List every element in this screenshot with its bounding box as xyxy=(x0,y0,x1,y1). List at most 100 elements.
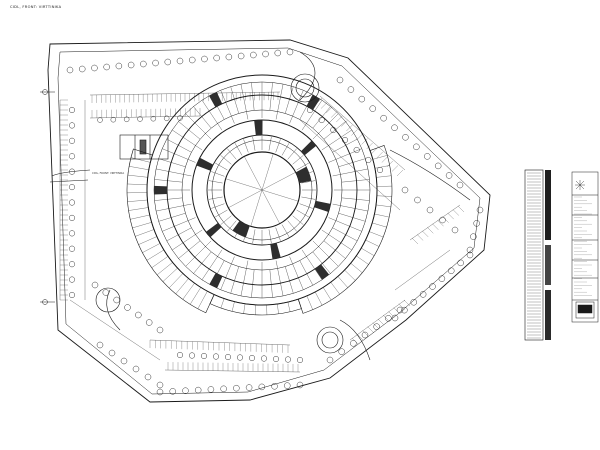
room-divider xyxy=(338,213,366,222)
room-divider xyxy=(312,251,331,274)
wing-divider xyxy=(376,204,391,208)
room-divider xyxy=(269,82,273,111)
wing-divider xyxy=(175,278,189,294)
wing-divider xyxy=(350,263,363,273)
room-divider xyxy=(220,256,235,290)
tree xyxy=(385,315,392,322)
room-divider xyxy=(269,269,273,298)
wing-outline xyxy=(297,145,393,314)
inner-divider xyxy=(215,162,228,171)
tree xyxy=(68,137,76,144)
tree xyxy=(376,166,384,174)
tree xyxy=(448,267,455,274)
wing-divider xyxy=(129,166,149,170)
inner-divider xyxy=(296,209,309,218)
inner-divider xyxy=(292,215,304,225)
building-wing xyxy=(126,145,393,316)
tree xyxy=(156,326,164,334)
tree xyxy=(200,352,208,360)
parking-stall xyxy=(341,120,348,127)
tree xyxy=(176,351,184,359)
inner-divider xyxy=(281,224,290,237)
room-divider xyxy=(154,179,183,183)
inner-divider xyxy=(215,209,228,218)
room-divider xyxy=(162,217,196,232)
tree xyxy=(68,245,76,252)
tree xyxy=(250,51,257,59)
tree xyxy=(135,311,142,319)
room-divider xyxy=(328,148,362,163)
tree xyxy=(262,50,269,58)
tree xyxy=(194,386,202,394)
wing-divider xyxy=(376,175,392,178)
tree xyxy=(326,356,334,364)
tree xyxy=(373,323,380,330)
atrium-line xyxy=(225,178,263,191)
tree xyxy=(296,356,304,364)
room-divider xyxy=(323,121,346,140)
tree xyxy=(402,134,409,141)
tree xyxy=(445,172,453,179)
legend-panel xyxy=(524,169,551,341)
wing-divider xyxy=(182,283,195,300)
core-fill xyxy=(300,140,317,156)
circular-building xyxy=(146,74,378,306)
inner-divider xyxy=(243,139,249,153)
parking-stall xyxy=(396,169,404,177)
tree xyxy=(68,106,76,114)
parking-stall xyxy=(447,213,454,220)
wing-divider xyxy=(231,301,235,312)
wing-divider xyxy=(220,298,225,309)
tree xyxy=(439,216,446,224)
room-divider xyxy=(230,86,239,114)
room-divider xyxy=(154,197,183,201)
room-divider xyxy=(240,84,249,120)
room-divider xyxy=(240,260,249,296)
room-divider xyxy=(251,82,255,111)
tree xyxy=(123,116,130,123)
tree xyxy=(97,117,103,123)
room-divider xyxy=(328,217,362,232)
core-fill xyxy=(232,220,250,238)
tree xyxy=(396,306,404,314)
room-divider xyxy=(323,240,346,259)
building-ring xyxy=(191,119,333,261)
tree xyxy=(391,124,398,131)
wing-divider xyxy=(376,195,392,197)
sheet-title: CIDL, FRONT: VIRTTINIKA xyxy=(10,5,62,9)
building-ring xyxy=(223,151,301,229)
tree xyxy=(91,64,98,72)
core-fill xyxy=(254,120,263,136)
parking-stall xyxy=(386,160,393,168)
wing-divider xyxy=(162,267,178,282)
room-divider xyxy=(332,203,368,212)
tree xyxy=(274,49,282,57)
tree xyxy=(233,384,240,392)
wing-divider xyxy=(127,174,148,178)
tree xyxy=(152,59,159,67)
tree xyxy=(245,384,253,391)
tree xyxy=(286,48,294,56)
wing-divider xyxy=(127,183,148,186)
edge-markers xyxy=(40,89,55,305)
wing-divider xyxy=(365,239,380,247)
north-arrow-icon xyxy=(575,180,585,190)
inner-divider xyxy=(292,155,304,165)
atrium-line xyxy=(250,189,263,227)
inner-divider xyxy=(268,229,272,244)
tree xyxy=(145,319,153,326)
parking-stall xyxy=(331,111,338,118)
tree xyxy=(169,388,176,395)
wing-divider xyxy=(130,214,150,220)
tree xyxy=(284,356,292,363)
tree xyxy=(68,214,76,221)
parking-stall xyxy=(357,334,364,341)
tree xyxy=(213,54,220,62)
room-divider xyxy=(275,260,284,296)
wing-divider xyxy=(135,229,155,237)
room-divider xyxy=(321,229,352,251)
inner-divider xyxy=(211,203,225,209)
stair-fill xyxy=(153,185,168,195)
